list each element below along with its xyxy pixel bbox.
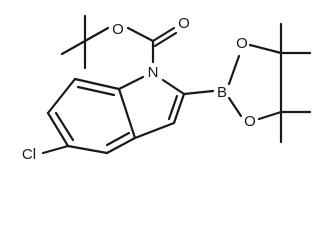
bond-o-bottom-c bbox=[257, 110, 283, 121]
bond-c7a-c7 bbox=[73, 77, 121, 91]
bond-c2-c3 bbox=[172, 92, 186, 125]
bond-c7a-c7-inner bbox=[76, 85, 116, 97]
bond-o-carbonyl-c bbox=[126, 26, 155, 43]
atom-labels: O O N B O O Cl bbox=[22, 15, 256, 163]
atom-o-ring-bottom: O bbox=[244, 113, 256, 130]
bond-c4-c3a bbox=[105, 136, 137, 155]
bond-b-o-top bbox=[227, 54, 241, 86]
atom-n-indole: N bbox=[148, 64, 159, 81]
bond-tbu-methyl-left bbox=[60, 39, 87, 56]
bond-n-c2 bbox=[161, 78, 186, 96]
bond-c3-c3a bbox=[133, 121, 176, 140]
bond-c2-b bbox=[182, 89, 215, 96]
bond-b-o-bottom bbox=[227, 96, 243, 118]
bond-c6-c5-inner bbox=[54, 111, 75, 142]
bond-c3a-c7a bbox=[117, 87, 137, 140]
bond-carbonyl-double-b bbox=[153, 31, 178, 48]
bond-c4-c3a-inner bbox=[105, 131, 131, 147]
bond-carbonyl-double-a bbox=[151, 26, 176, 43]
bond-c5-cl bbox=[41, 144, 70, 155]
bond-n-c7a bbox=[117, 75, 145, 91]
bond-c7-c6 bbox=[46, 77, 77, 115]
atom-o-ring-top: O bbox=[236, 35, 248, 52]
atom-o-carbonyl: O bbox=[178, 15, 190, 32]
bond-c2-c3-inner bbox=[167, 94, 179, 121]
bond-lines bbox=[41, 14, 312, 155]
bond-o-top-c bbox=[248, 43, 283, 55]
bond-c6-c5 bbox=[46, 111, 70, 148]
atom-cl-chloro: Cl bbox=[22, 146, 36, 163]
atom-b-boron: B bbox=[217, 84, 227, 101]
bond-tbu-o bbox=[83, 26, 110, 43]
atom-o-ester: O bbox=[112, 21, 124, 38]
bond-c5-c4 bbox=[66, 144, 109, 155]
molecule-structure: O O N B O O Cl bbox=[22, 14, 312, 163]
